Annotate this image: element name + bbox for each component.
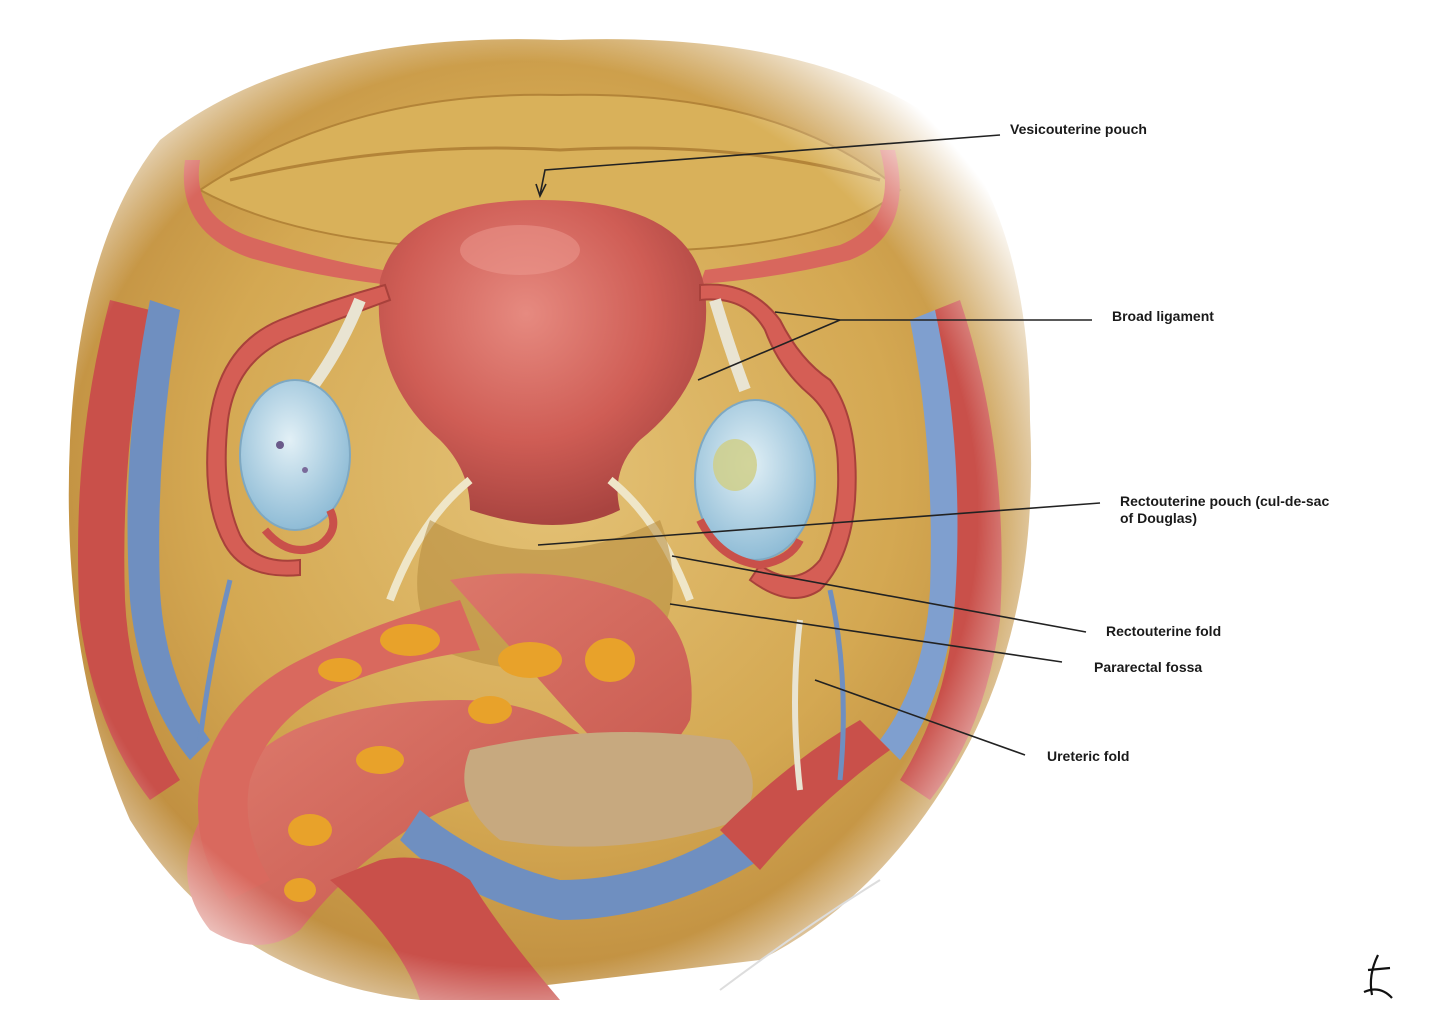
label-rectouterine-pouch-line2: of Douglas) — [1120, 510, 1197, 526]
leader-lines — [535, 134, 1101, 756]
decorative-line — [719, 879, 881, 991]
leader-arrowhead — [535, 183, 547, 199]
label-rectouterine-pouch: Rectouterine pouch (cul-de-sac of Dougla… — [1120, 493, 1420, 527]
leader-line-rectouterine-pouch — [537, 502, 1101, 546]
label-ureteric-fold: Ureteric fold — [1047, 748, 1130, 764]
leader-line-rectouterine-fold — [671, 555, 1087, 633]
label-vesicouterine-pouch: Vesicouterine pouch — [1010, 121, 1147, 137]
label-broad-ligament: Broad ligament — [1112, 308, 1214, 324]
edge-vignette — [0, 0, 1040, 1028]
label-rectouterine-pouch-line1: Rectouterine pouch (cul-de-sac — [1120, 493, 1330, 509]
leader-line-broad-2 — [697, 319, 841, 381]
leader-line-pararectal — [669, 603, 1063, 663]
leader-line-vesicouterine — [539, 134, 1001, 196]
leader-line-ureteric — [814, 679, 1026, 756]
artist-signature-icon — [1363, 954, 1393, 999]
label-pararectal-fossa: Pararectal fossa — [1094, 659, 1203, 675]
label-rectouterine-fold: Rectouterine fold — [1106, 623, 1222, 639]
